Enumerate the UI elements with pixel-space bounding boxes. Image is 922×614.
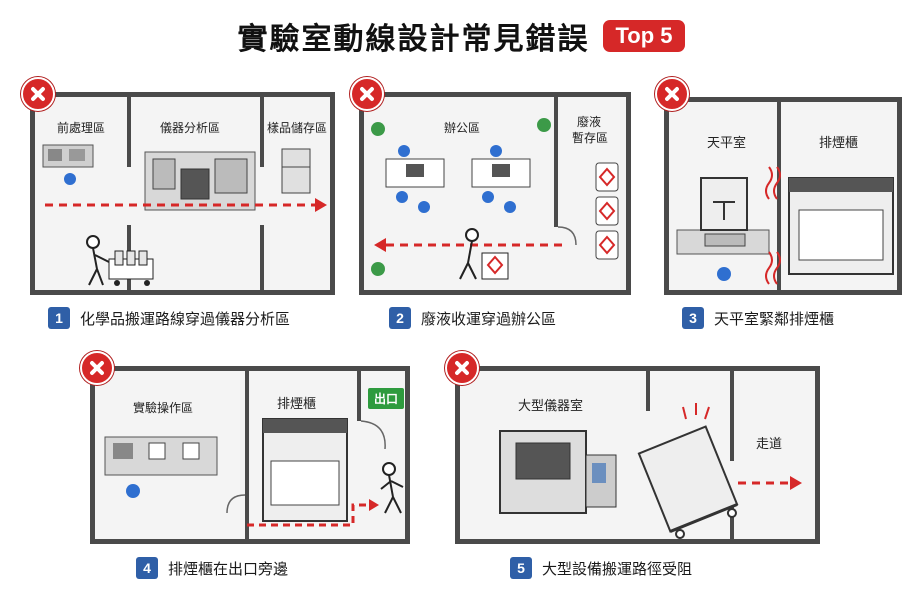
panel-1-caption: 1 化學品搬運路線穿過儀器分析區	[48, 307, 290, 329]
fridge-icon	[281, 148, 311, 194]
caption-text: 化學品搬運路線穿過儀器分析區	[80, 309, 291, 328]
partition-wall	[260, 97, 264, 167]
caption-text: 大型設備搬運路徑受阻	[542, 559, 693, 578]
caption-text: 廢液收運穿過辦公區	[421, 309, 557, 328]
chair-icon	[482, 191, 494, 203]
partition-wall	[127, 97, 131, 167]
person-icon	[86, 235, 100, 249]
waste-container-icon	[595, 162, 619, 192]
error-icon	[80, 351, 114, 385]
number-badge: 1	[48, 307, 70, 329]
chair-icon	[396, 191, 408, 203]
area-label-sample-storage: 樣品儲存區	[267, 121, 328, 135]
door-swing	[226, 494, 246, 514]
panel-1-drawing	[42, 144, 327, 286]
route-arrow-line	[247, 503, 371, 527]
area-label-corridor: 走道	[756, 437, 783, 452]
error-icon	[350, 77, 384, 111]
area-label-experiment-operation: 實驗操作區	[133, 401, 194, 415]
partition-wall	[245, 371, 249, 539]
panel-3-drawing	[676, 166, 894, 285]
chair-icon	[418, 201, 430, 213]
waste-container-icon	[595, 196, 619, 226]
exit-sign: 出口	[368, 388, 405, 409]
sink-icon	[113, 443, 133, 459]
chair-icon	[126, 484, 140, 498]
number-badge: 2	[389, 307, 411, 329]
partition-wall	[777, 102, 781, 290]
plant-icon	[537, 118, 551, 132]
route-arrowhead	[369, 499, 379, 511]
door-swing	[557, 226, 577, 246]
error-icon	[21, 77, 55, 111]
chair-icon	[64, 173, 76, 185]
number-badge: 5	[510, 557, 532, 579]
vibration-icon	[765, 251, 773, 285]
caption-text: 天平室緊鄰排煙櫃	[714, 309, 835, 328]
partition-wall	[646, 371, 650, 411]
number-badge: 3	[682, 307, 704, 329]
area-label-balance-room: 天平室	[707, 136, 747, 151]
panel-1-floorplan: 前處理區 儀器分析區 樣品儲存區	[30, 92, 335, 295]
vibration-icon	[765, 166, 773, 200]
panel-5-caption: 5 大型設備搬運路徑受阻	[510, 557, 692, 579]
route-arrowhead	[790, 476, 802, 490]
instrument-icon	[152, 158, 176, 190]
plant-icon	[371, 122, 385, 136]
area-label-instrument-analysis: 儀器分析區	[160, 121, 221, 135]
panel-2-floorplan: 辦公區 廢液 暫存區	[359, 92, 631, 295]
panel-4-drawing	[104, 418, 404, 527]
area-label-fume-hood: 排煙櫃	[277, 397, 317, 412]
instrument-icon	[180, 168, 210, 200]
number-badge: 4	[136, 557, 158, 579]
panel-4-caption: 4 排煙櫃在出口旁邊	[136, 557, 288, 579]
waste-container-icon	[595, 230, 619, 260]
area-label-waste-liquid: 廢液	[577, 115, 602, 129]
partition-wall	[357, 371, 361, 421]
equipment-crate-icon	[637, 425, 739, 539]
chair-icon	[504, 201, 516, 213]
chair-icon	[398, 145, 410, 157]
person-icon	[382, 462, 396, 476]
panel-4-floorplan: 實驗操作區 排煙櫃	[90, 366, 410, 544]
sink-icon	[48, 149, 62, 161]
top5-badge: Top 5	[603, 20, 685, 52]
sink-icon	[182, 442, 200, 460]
panel-3-floorplan: 天平室 排煙櫃	[664, 97, 902, 295]
title-row: 實驗室動線設計常見錯誤 Top 5	[0, 14, 922, 58]
equipment-icon	[69, 149, 85, 161]
error-icon	[445, 351, 479, 385]
area-label-pretreatment: 前處理區	[57, 121, 106, 135]
partition-wall	[554, 97, 558, 227]
panel-2-caption: 2 廢液收運穿過辦公區	[389, 307, 556, 329]
area-label-temp-storage: 暫存區	[572, 131, 609, 145]
chair-icon	[490, 145, 502, 157]
chair-icon	[717, 267, 731, 281]
route-arrowhead	[315, 198, 327, 212]
caption-text: 排煙櫃在出口旁邊	[168, 559, 289, 578]
panel-5-drawing	[499, 403, 802, 539]
instrument-icon	[214, 158, 248, 194]
partition-wall	[260, 225, 264, 290]
panel-2-drawing	[371, 118, 619, 280]
page-title: 實驗室動線設計常見錯誤	[237, 22, 590, 57]
area-label-large-instrument-room: 大型儀器室	[518, 399, 584, 414]
panel-5-floorplan: 大型儀器室 走道	[455, 366, 820, 544]
error-icon	[655, 77, 689, 111]
partition-wall	[730, 501, 734, 539]
door-swing	[360, 420, 386, 450]
route-arrowhead	[374, 238, 386, 252]
area-label-fume-hood: 排煙櫃	[819, 136, 859, 151]
plant-icon	[371, 262, 385, 276]
person-icon	[465, 228, 479, 242]
partition-wall	[730, 371, 734, 461]
alert-mark	[682, 406, 687, 420]
area-label-office: 辦公區	[444, 121, 481, 135]
sink-icon	[148, 442, 166, 460]
panel-3-caption: 3 天平室緊鄰排煙櫃	[682, 307, 834, 329]
